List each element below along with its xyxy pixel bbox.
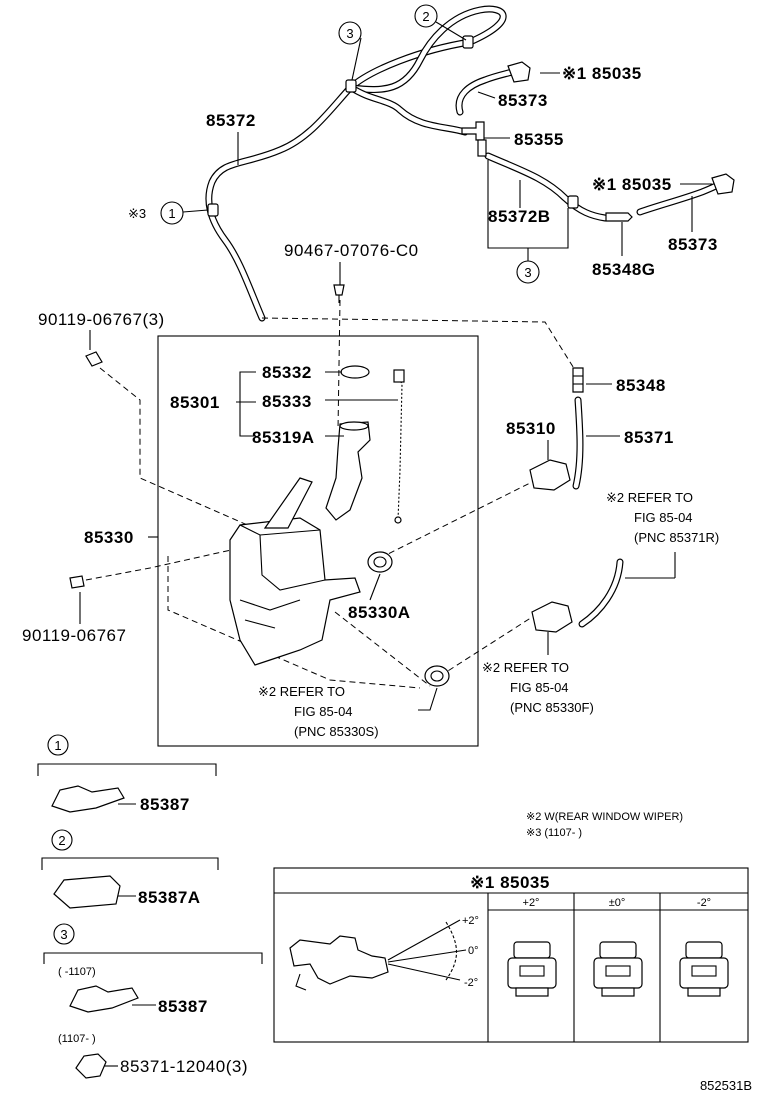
- refer-center-line3: (PNC 85330S): [294, 724, 379, 739]
- refer-right-bottom-line3: (PNC 85330F): [510, 700, 594, 715]
- detail-col-zero: ±0°: [609, 897, 626, 909]
- callouts: 3 2 ※3 1 3: [128, 4, 540, 284]
- hose-network: [205, 5, 724, 628]
- label-85355: 85355: [514, 130, 564, 149]
- detail-title: ※1 85035: [470, 873, 550, 892]
- refer-center-line2: FIG 85-04: [294, 704, 353, 719]
- label-85372B: 85372B: [488, 207, 551, 226]
- detail-col-minus2: -2°: [697, 897, 711, 909]
- note-mark-3: ※3: [128, 206, 146, 221]
- label-90119-3: 90119-06767(3): [38, 310, 165, 329]
- legend-3-circle: [53, 923, 75, 945]
- label-85372: 85372: [206, 111, 256, 130]
- callout-3-mid: [516, 260, 540, 284]
- detail-front-view-minus2: [679, 941, 729, 997]
- callout-1-left-text: 1: [168, 206, 175, 221]
- refer-right-bottom-line2: FIG 85-04: [510, 680, 569, 695]
- figure-code: 852531B: [700, 1078, 752, 1093]
- label-85373-right: 85373: [668, 235, 718, 254]
- washer-tank: [229, 365, 573, 687]
- detail-col-plus2: +2°: [523, 897, 540, 909]
- refer-right-top-line1: ※2 REFER TO: [606, 490, 693, 505]
- label-85348G: 85348G: [592, 260, 656, 279]
- leader-lines: [79, 72, 712, 711]
- part-labels: ※1 85035 85373 85355 85372 ※1 85035 8537…: [22, 64, 718, 645]
- legend: 1 85387 2 85387A 3 ( -1107) 85387 (1107-…: [37, 734, 263, 1079]
- legend-3-num: 3: [60, 927, 67, 942]
- label-85310: 85310: [506, 419, 556, 438]
- detail-angle-minus: -2°: [464, 977, 478, 989]
- callout-3-top: [338, 21, 362, 45]
- refer-notes: ※2 REFER TO FIG 85-04 (PNC 85371R) ※2 RE…: [258, 490, 719, 739]
- note-3: ※3 (1107- ): [526, 827, 582, 839]
- legend-2-num: 2: [58, 833, 65, 848]
- label-90119: 90119-06767: [22, 626, 126, 645]
- legend-3-range2: (1107- ): [58, 1033, 96, 1045]
- label-85330A: 85330A: [348, 603, 411, 622]
- legend-2-circle: [51, 829, 73, 851]
- detail-front-view-zero: [593, 941, 643, 997]
- detail-front-view-plus2: [507, 941, 557, 997]
- detail-angle-plus: +2°: [462, 915, 479, 927]
- label-85301: 85301: [170, 393, 220, 412]
- label-85348: 85348: [616, 376, 666, 395]
- connectors: [69, 61, 735, 589]
- hose-clamps: [207, 35, 579, 217]
- legend-3-part2: 85371-12040(3): [120, 1057, 248, 1076]
- legend-2-part: 85387A: [138, 888, 201, 907]
- label-85373-top: 85373: [498, 91, 548, 110]
- legend-1-num: 1: [54, 738, 61, 753]
- label-85371: 85371: [624, 428, 674, 447]
- callout-2-top-text: 2: [422, 9, 429, 24]
- note-2: ※2 W(REAR WINDOW WIPER): [526, 811, 683, 823]
- label-85035-top: ※1 85035: [562, 64, 642, 83]
- callout-3-top-text: 3: [346, 26, 353, 41]
- detail-angle-zero: 0°: [468, 945, 479, 957]
- legend-1-circle: [47, 734, 69, 756]
- label-90467: 90467-07076-C0: [284, 241, 419, 260]
- nozzle-detail-table: ※1 85035 +2° ±0° -2° +2° 0° -2°: [273, 867, 749, 1043]
- legend-1-part: 85387: [140, 795, 190, 814]
- label-85330: 85330: [84, 528, 134, 547]
- label-85333: 85333: [262, 392, 312, 411]
- refer-right-top-line2: FIG 85-04: [634, 510, 693, 525]
- label-85332: 85332: [262, 363, 312, 382]
- callout-2-top: [414, 4, 438, 28]
- legend-3-range1: ( -1107): [58, 966, 96, 978]
- legend-3-part1: 85387: [158, 997, 208, 1016]
- label-85035-mid: ※1 85035: [592, 175, 672, 194]
- footnotes: ※2 W(REAR WINDOW WIPER) ※3 (1107- ): [526, 811, 683, 839]
- refer-right-bottom-line1: ※2 REFER TO: [482, 660, 569, 675]
- callout-1-left: [160, 201, 184, 225]
- callout-3-mid-text: 3: [524, 265, 531, 280]
- refer-center-line1: ※2 REFER TO: [258, 684, 345, 699]
- label-85319A: 85319A: [252, 428, 315, 447]
- assembly-box: [157, 335, 479, 747]
- refer-right-top-line3: (PNC 85371R): [634, 530, 719, 545]
